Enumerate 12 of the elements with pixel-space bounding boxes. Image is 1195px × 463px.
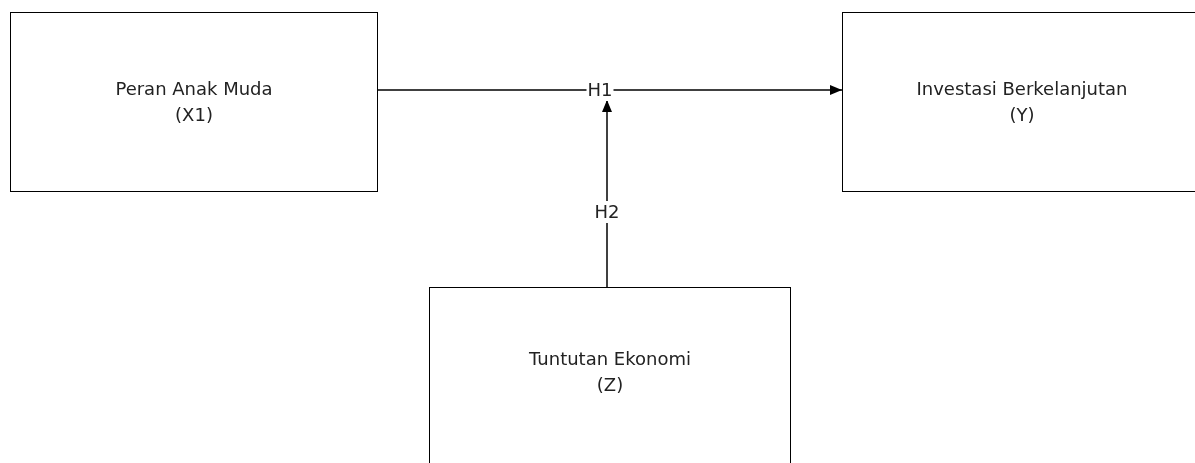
arrow [377, 85, 843, 95]
node-text: Tuntutan Ekonomi [529, 347, 691, 371]
node-text: Peran Anak Muda [115, 77, 273, 101]
node-text: (Y) [1009, 103, 1035, 127]
concept-box [10, 12, 378, 192]
node-text: (Z) [596, 373, 624, 397]
node-text: (X1) [175, 103, 213, 127]
concept-box [429, 287, 791, 463]
edge-label: H2 [593, 200, 621, 223]
node-text: Investasi Berkelanjutan [916, 77, 1128, 101]
arrow [602, 99, 612, 288]
concept-box [842, 12, 1195, 192]
